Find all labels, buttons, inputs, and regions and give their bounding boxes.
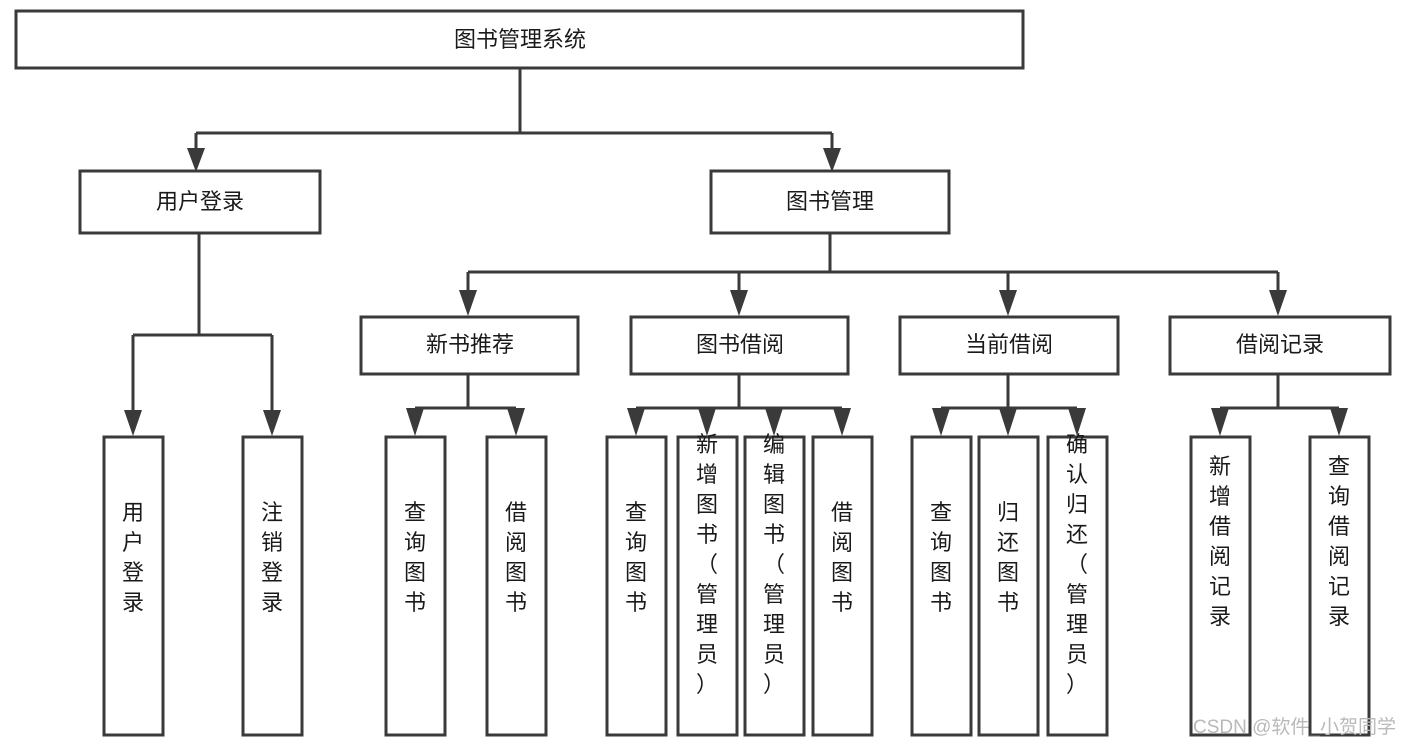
node-leaf-borrow-book-2-box[interactable] <box>811 435 874 737</box>
node-leaf-user-logout-box[interactable] <box>241 435 304 737</box>
node-root-box[interactable] <box>14 9 1025 70</box>
node-user-login[interactable]: 用户登录 <box>78 169 322 235</box>
node-book-borrow[interactable]: 图书借阅 <box>629 315 850 376</box>
node-leaf-confirm-return[interactable]: 确认归还（管理员） <box>1046 432 1109 737</box>
node-leaf-user-logout-label: 注销登录 <box>261 500 283 615</box>
arrow-head-leaf-query-book-3 <box>932 408 950 436</box>
node-leaf-edit-book-label: 编辑图书（管理员） <box>763 432 785 697</box>
node-leaf-query-book-2[interactable]: 查询图书 <box>605 435 668 737</box>
node-leaf-user-login-label: 用户登录 <box>122 500 144 615</box>
arrow-head-leaf-confirm-return <box>1068 408 1086 436</box>
arrow-head-new-book-recommend <box>459 290 477 316</box>
node-leaf-return-book-label: 归还图书 <box>997 500 1019 615</box>
node-leaf-query-record[interactable]: 查询借阅记录 <box>1308 435 1371 737</box>
arrow-head-book-manage <box>823 148 841 172</box>
node-book-manage-label: 图书管理 <box>786 189 874 214</box>
arrow-head-user-login <box>187 148 205 172</box>
node-leaf-borrow-book-1[interactable]: 借阅图书 <box>485 435 548 737</box>
node-borrow-record[interactable]: 借阅记录 <box>1168 315 1392 376</box>
node-leaf-user-login[interactable]: 用户登录 <box>102 435 165 737</box>
node-leaf-query-record-label: 查询借阅记录 <box>1328 454 1350 629</box>
node-leaf-query-book-2-box[interactable] <box>605 435 668 737</box>
node-new-book-recommend[interactable]: 新书推荐 <box>359 315 580 376</box>
arrow-head-book-borrow <box>730 290 748 316</box>
node-book-manage[interactable]: 图书管理 <box>709 169 951 235</box>
node-book-manage-box[interactable] <box>709 169 951 235</box>
node-current-borrow-label: 当前借阅 <box>965 332 1053 357</box>
node-leaf-add-book-box[interactable] <box>676 435 739 737</box>
node-new-book-recommend-box[interactable] <box>359 315 580 376</box>
node-root[interactable]: 图书管理系统 <box>14 9 1025 70</box>
node-leaf-query-book-1-box[interactable] <box>384 435 447 737</box>
arrow-head-leaf-add-book <box>698 408 716 436</box>
node-leaf-confirm-return-label: 确认归还（管理员） <box>1066 432 1088 697</box>
arrow-head-leaf-query-book-1 <box>406 408 424 436</box>
node-leaf-return-book[interactable]: 归还图书 <box>977 435 1040 737</box>
node-leaf-return-book-box[interactable] <box>977 435 1040 737</box>
node-leaf-query-book-3-box[interactable] <box>910 435 973 737</box>
node-leaf-borrow-book-1-label: 借阅图书 <box>505 500 527 615</box>
arrow-head-leaf-user-login <box>124 410 142 436</box>
node-leaf-user-logout[interactable]: 注销登录 <box>241 435 304 737</box>
arrow-head-leaf-borrow-book-2 <box>833 408 851 436</box>
node-current-borrow-box[interactable] <box>898 315 1120 376</box>
node-leaf-query-book-1-label: 查询图书 <box>404 500 426 615</box>
arrow-head-leaf-edit-book <box>765 408 783 436</box>
node-leaf-add-record-label: 新增借阅记录 <box>1209 454 1231 629</box>
node-current-borrow[interactable]: 当前借阅 <box>898 315 1120 376</box>
node-leaf-edit-book-box[interactable] <box>743 435 806 737</box>
node-leaf-add-record[interactable]: 新增借阅记录 <box>1189 435 1252 737</box>
arrow-head-current-borrow <box>999 290 1017 316</box>
node-leaf-add-book[interactable]: 新增图书（管理员） <box>676 432 739 737</box>
node-leaf-query-record-box[interactable] <box>1308 435 1371 737</box>
node-user-login-box[interactable] <box>78 169 322 235</box>
node-leaf-add-book-label: 新增图书（管理员） <box>696 432 718 697</box>
node-leaf-query-book-2-label: 查询图书 <box>625 500 647 615</box>
node-new-book-recommend-label: 新书推荐 <box>426 332 514 357</box>
arrow-head-leaf-add-record <box>1211 408 1229 436</box>
node-leaf-borrow-book-2-label: 借阅图书 <box>831 500 853 615</box>
node-book-borrow-label: 图书借阅 <box>696 332 784 357</box>
node-leaf-edit-book[interactable]: 编辑图书（管理员） <box>743 432 806 737</box>
node-leaf-confirm-return-box[interactable] <box>1046 435 1109 737</box>
node-leaf-borrow-book-2[interactable]: 借阅图书 <box>811 435 874 737</box>
node-leaf-query-book-3-label: 查询图书 <box>930 500 952 615</box>
arrow-head-borrow-record <box>1269 290 1287 316</box>
arrow-head-leaf-query-book-2 <box>627 408 645 436</box>
node-leaf-user-login-box[interactable] <box>102 435 165 737</box>
node-leaf-borrow-book-1-box[interactable] <box>485 435 548 737</box>
node-leaf-query-book-3[interactable]: 查询图书 <box>910 435 973 737</box>
node-book-borrow-box[interactable] <box>629 315 850 376</box>
node-root-label: 图书管理系统 <box>454 27 586 52</box>
arrow-head-leaf-borrow-book-1 <box>507 408 525 436</box>
node-borrow-record-label: 借阅记录 <box>1236 332 1324 357</box>
watermark-label: CSDN @软件_小贺同学 <box>1193 716 1396 738</box>
arrow-head-leaf-return-book <box>999 408 1017 436</box>
arrow-head-leaf-query-record <box>1330 408 1348 436</box>
node-user-login-label: 用户登录 <box>156 189 244 214</box>
node-borrow-record-box[interactable] <box>1168 315 1392 376</box>
arrow-head-leaf-user-logout <box>263 410 281 436</box>
connector-layer <box>124 68 1348 436</box>
node-leaf-query-book-1[interactable]: 查询图书 <box>384 435 447 737</box>
node-leaf-add-record-box[interactable] <box>1189 435 1252 737</box>
